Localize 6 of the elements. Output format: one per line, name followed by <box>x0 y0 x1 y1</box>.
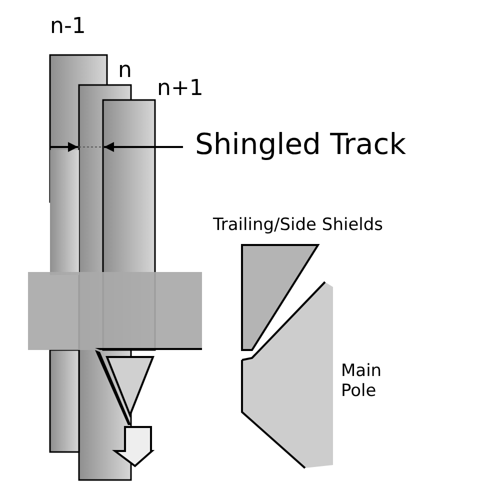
part-label: n <box>118 58 132 84</box>
part-label: Main Pole <box>341 362 383 402</box>
part-label: n+1 <box>157 76 204 102</box>
part-label: Trailing/Side Shields <box>213 216 384 236</box>
part-label: Shingled Track <box>195 128 406 162</box>
part-label: n-1 <box>50 14 86 40</box>
